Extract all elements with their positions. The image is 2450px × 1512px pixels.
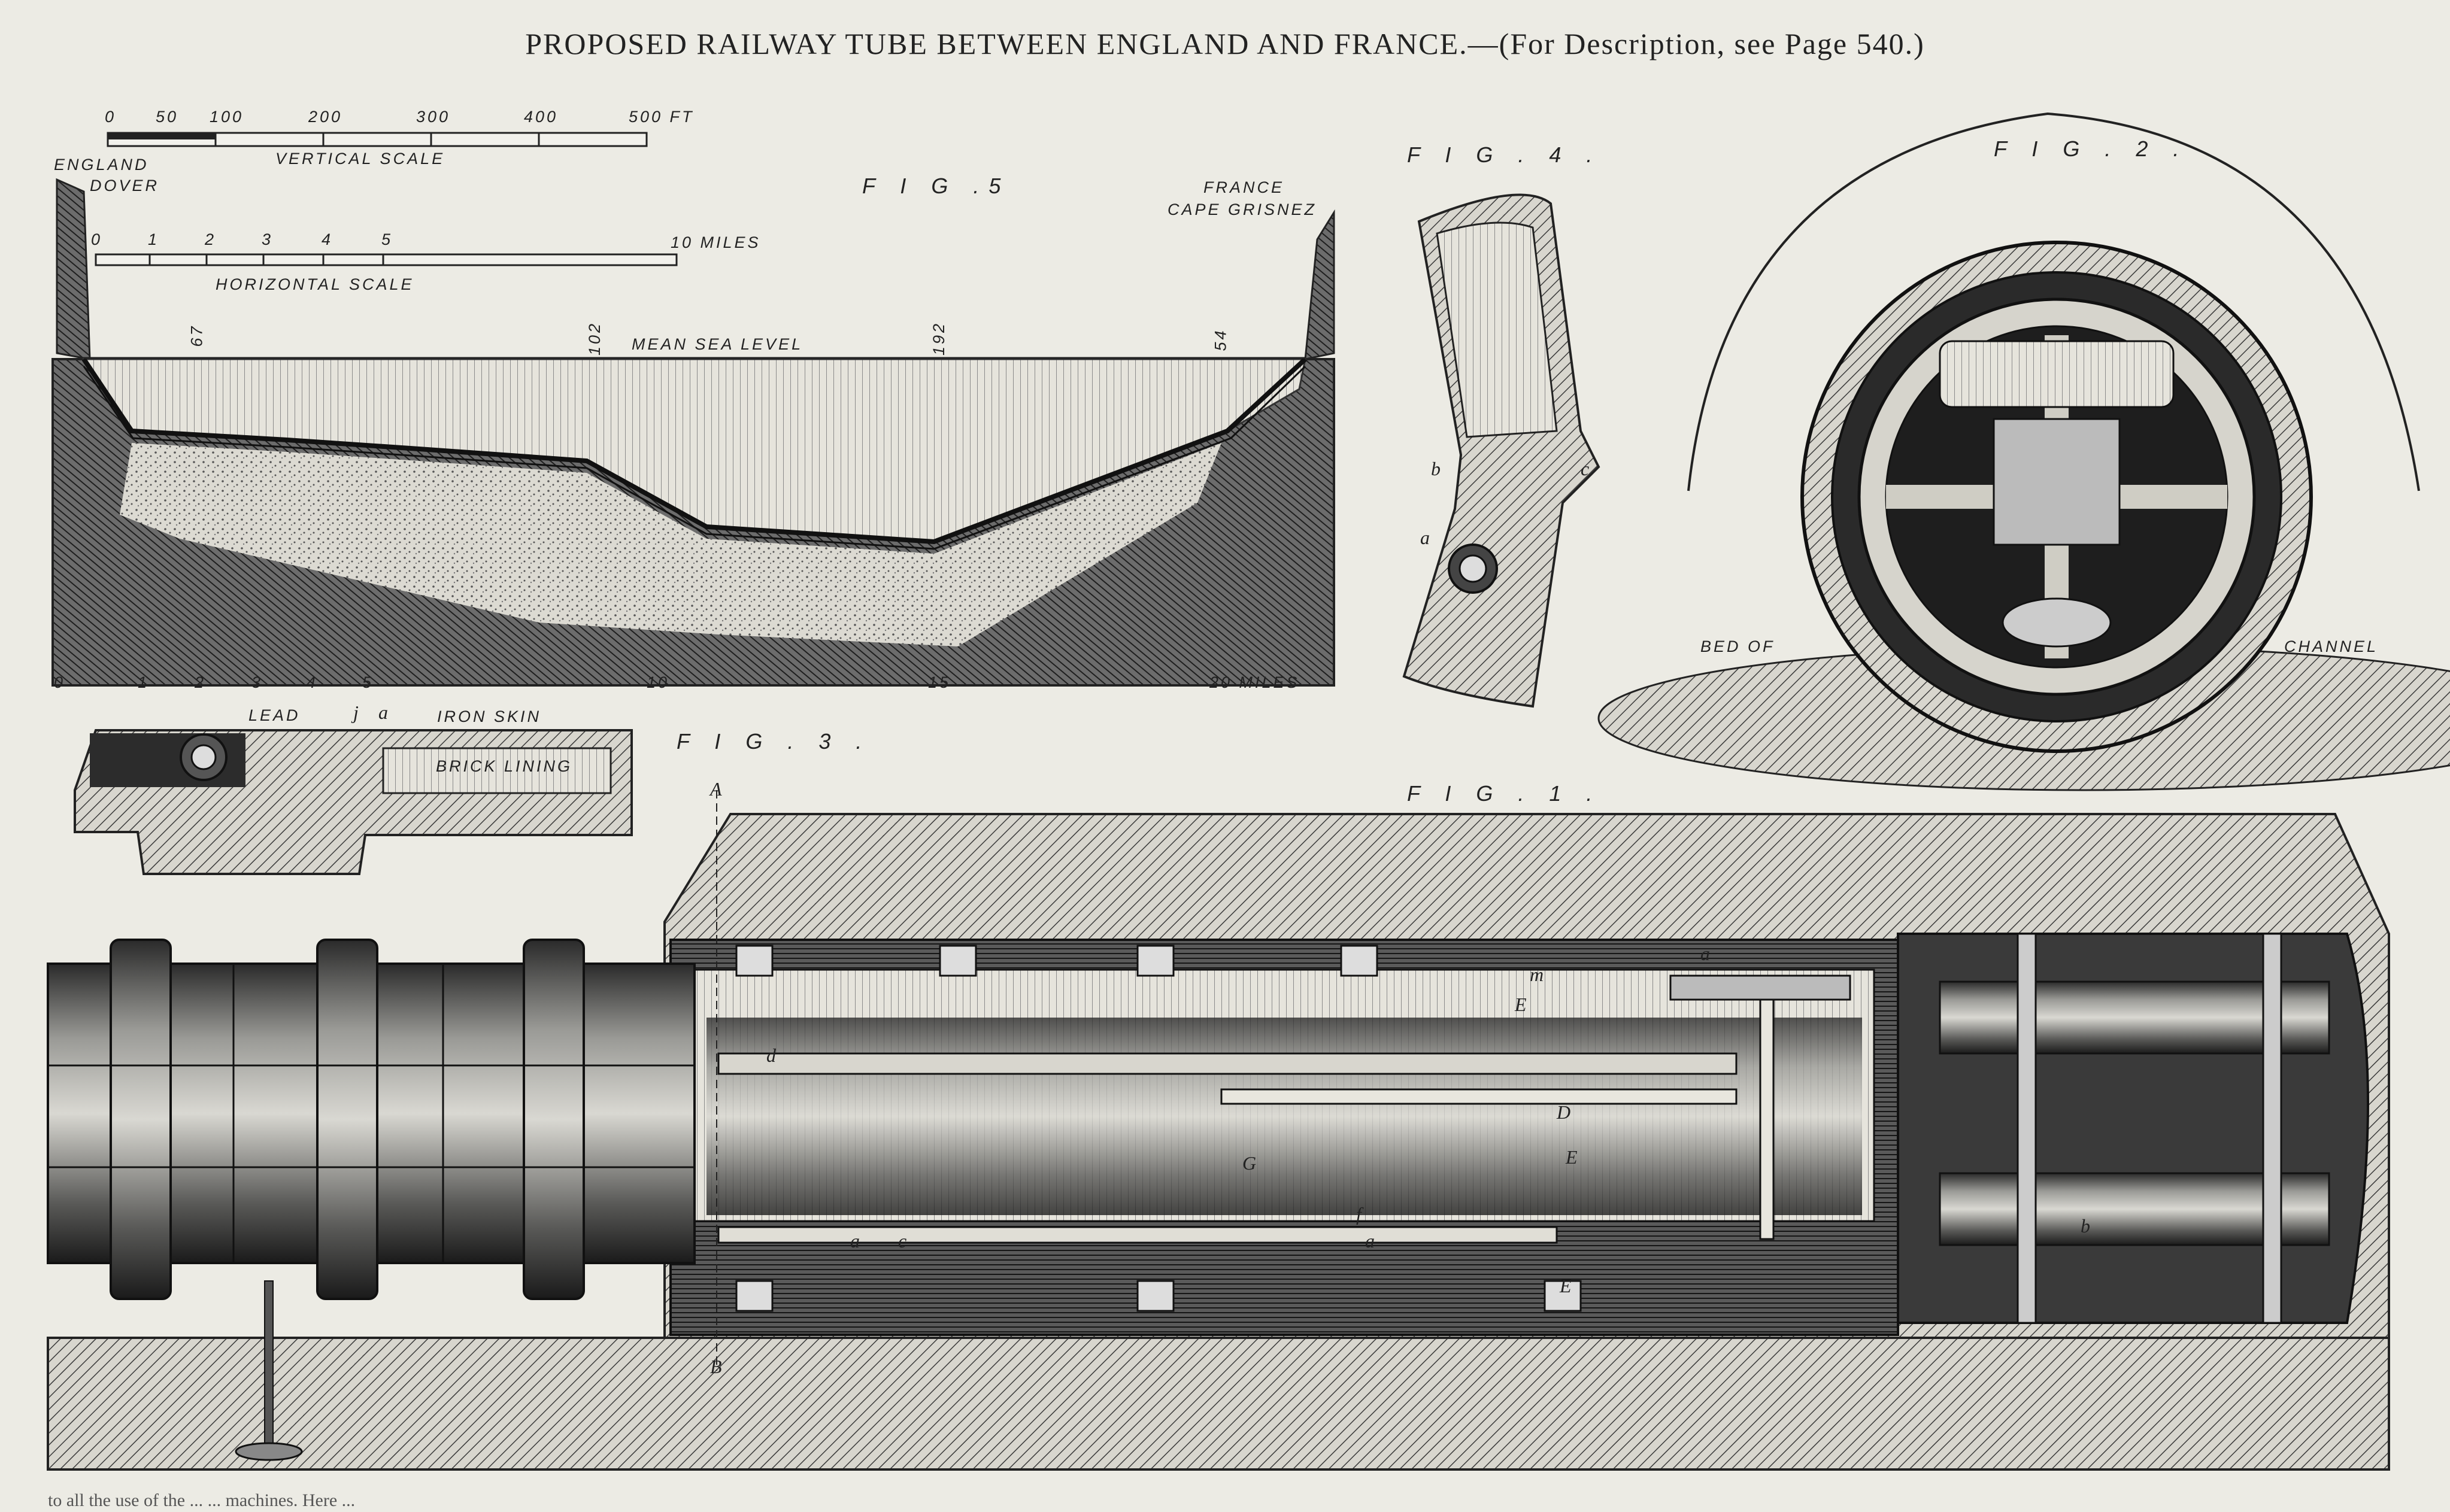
bed-of-label: BED OF (1700, 637, 1775, 655)
fig1-letter-c: c (898, 1230, 907, 1252)
hscale-tick-4: 4 (322, 230, 333, 248)
dover-label: DOVER (90, 177, 160, 195)
fig1-letter-e-mid: E (1566, 1146, 1578, 1168)
mile-tick-4: 4 (307, 673, 319, 691)
vertical-scale-bar (107, 132, 648, 147)
footer-text: to all the use of the ... ... machines. … (48, 1490, 356, 1510)
depth-label-67: 67 (187, 324, 206, 347)
fig1-tube-longitudinal (47, 790, 2390, 1471)
mile-tick-1: 1 (138, 673, 150, 691)
hscale-tick-3: 3 (262, 230, 274, 248)
section-line-a: A (710, 778, 722, 800)
channel-label: CHANNEL (2284, 637, 2379, 655)
section-line-b: B (710, 1356, 722, 1377)
mile-tick-3: 3 (251, 673, 263, 691)
mile-tick-20miles: 20 MILES (1209, 673, 1300, 691)
hscale-tick-10miles: 10 MILES (671, 233, 761, 251)
fig1-letter-a-bottom: a (1365, 1230, 1375, 1252)
fig1-letter-f: f (1356, 1203, 1362, 1225)
depth-label-102: 102 (586, 321, 604, 356)
vscale-tick-500ft: 500 FT (629, 108, 695, 126)
lead-label: LEAD (248, 706, 301, 724)
iron-skin-label: IRON SKIN (437, 708, 542, 725)
fig1-letter-d: d (766, 1045, 776, 1066)
fig1-letter-e-upper: E (1515, 994, 1527, 1015)
mile-tick-0: 0 (54, 673, 66, 691)
fig1-letter-a-left: a (850, 1230, 860, 1252)
mile-tick-5: 5 (362, 673, 374, 691)
lead-letter-j: j (353, 702, 359, 723)
fig1-letter-d-rod: D (1557, 1101, 1571, 1123)
mile-tick-10: 10 (647, 673, 670, 691)
brick-lining-label: BRICK LINING (436, 757, 573, 775)
page-title: PROPOSED RAILWAY TUBE BETWEEN ENGLAND AN… (525, 27, 1925, 60)
fig3-lining-section (74, 729, 633, 875)
cape-grisnez-label: CAPE GRISNEZ (1168, 201, 1317, 218)
england-label: ENGLAND (54, 156, 149, 174)
iron-letter-a: a (378, 702, 388, 723)
vscale-tick-400: 400 (524, 108, 559, 126)
mile-tick-2: 2 (195, 673, 207, 691)
fig5-section (51, 178, 1335, 687)
hscale-tick-5: 5 (381, 230, 393, 248)
fig1-letter-a-top: a (1700, 943, 1710, 964)
fig4-ring-segment (1402, 193, 1600, 708)
vertical-scale-caption: VERTICAL SCALE (275, 150, 445, 168)
depth-label-192: 192 (930, 321, 948, 356)
fig4-letter-c: c (1581, 458, 1590, 479)
mile-tick-15: 15 (928, 673, 951, 691)
fig5-label: F I G .5 (862, 174, 1011, 198)
hscale-tick-2: 2 (205, 230, 217, 248)
horizontal-scale-caption: HORIZONTAL SCALE (216, 275, 414, 293)
mean-sea-level-label: MEAN SEA LEVEL (632, 335, 803, 353)
fig2-cross-section (1597, 112, 2450, 791)
hscale-tick-0: 0 (91, 230, 103, 248)
fig1-label: F I G . 1 . (1407, 781, 1602, 806)
hscale-tick-1: 1 (148, 230, 160, 248)
fig2-label: F I G . 2 . (1994, 136, 2189, 161)
fig4-letter-a: a (1420, 527, 1430, 548)
fig1-letter-e-lower: E (1560, 1275, 1572, 1297)
vscale-tick-100: 100 (210, 108, 244, 126)
vscale-tick-50: 50 (156, 108, 179, 126)
depth-label-54: 54 (1211, 328, 1230, 351)
fig1-letter-g: G (1242, 1152, 1257, 1174)
fig4-label: F I G . 4 . (1407, 142, 1602, 167)
france-label: FRANCE (1203, 178, 1285, 196)
fig4-letter-b: b (1431, 458, 1441, 479)
fig1-letter-m: m (1530, 964, 1544, 985)
vscale-tick-300: 300 (416, 108, 451, 126)
fig1-letter-b: b (2081, 1215, 2090, 1237)
fig3-label: F I G . 3 . (677, 729, 872, 754)
vscale-tick-200: 200 (308, 108, 343, 126)
horizontal-scale-bar (95, 253, 678, 266)
vscale-tick-0: 0 (105, 108, 117, 126)
